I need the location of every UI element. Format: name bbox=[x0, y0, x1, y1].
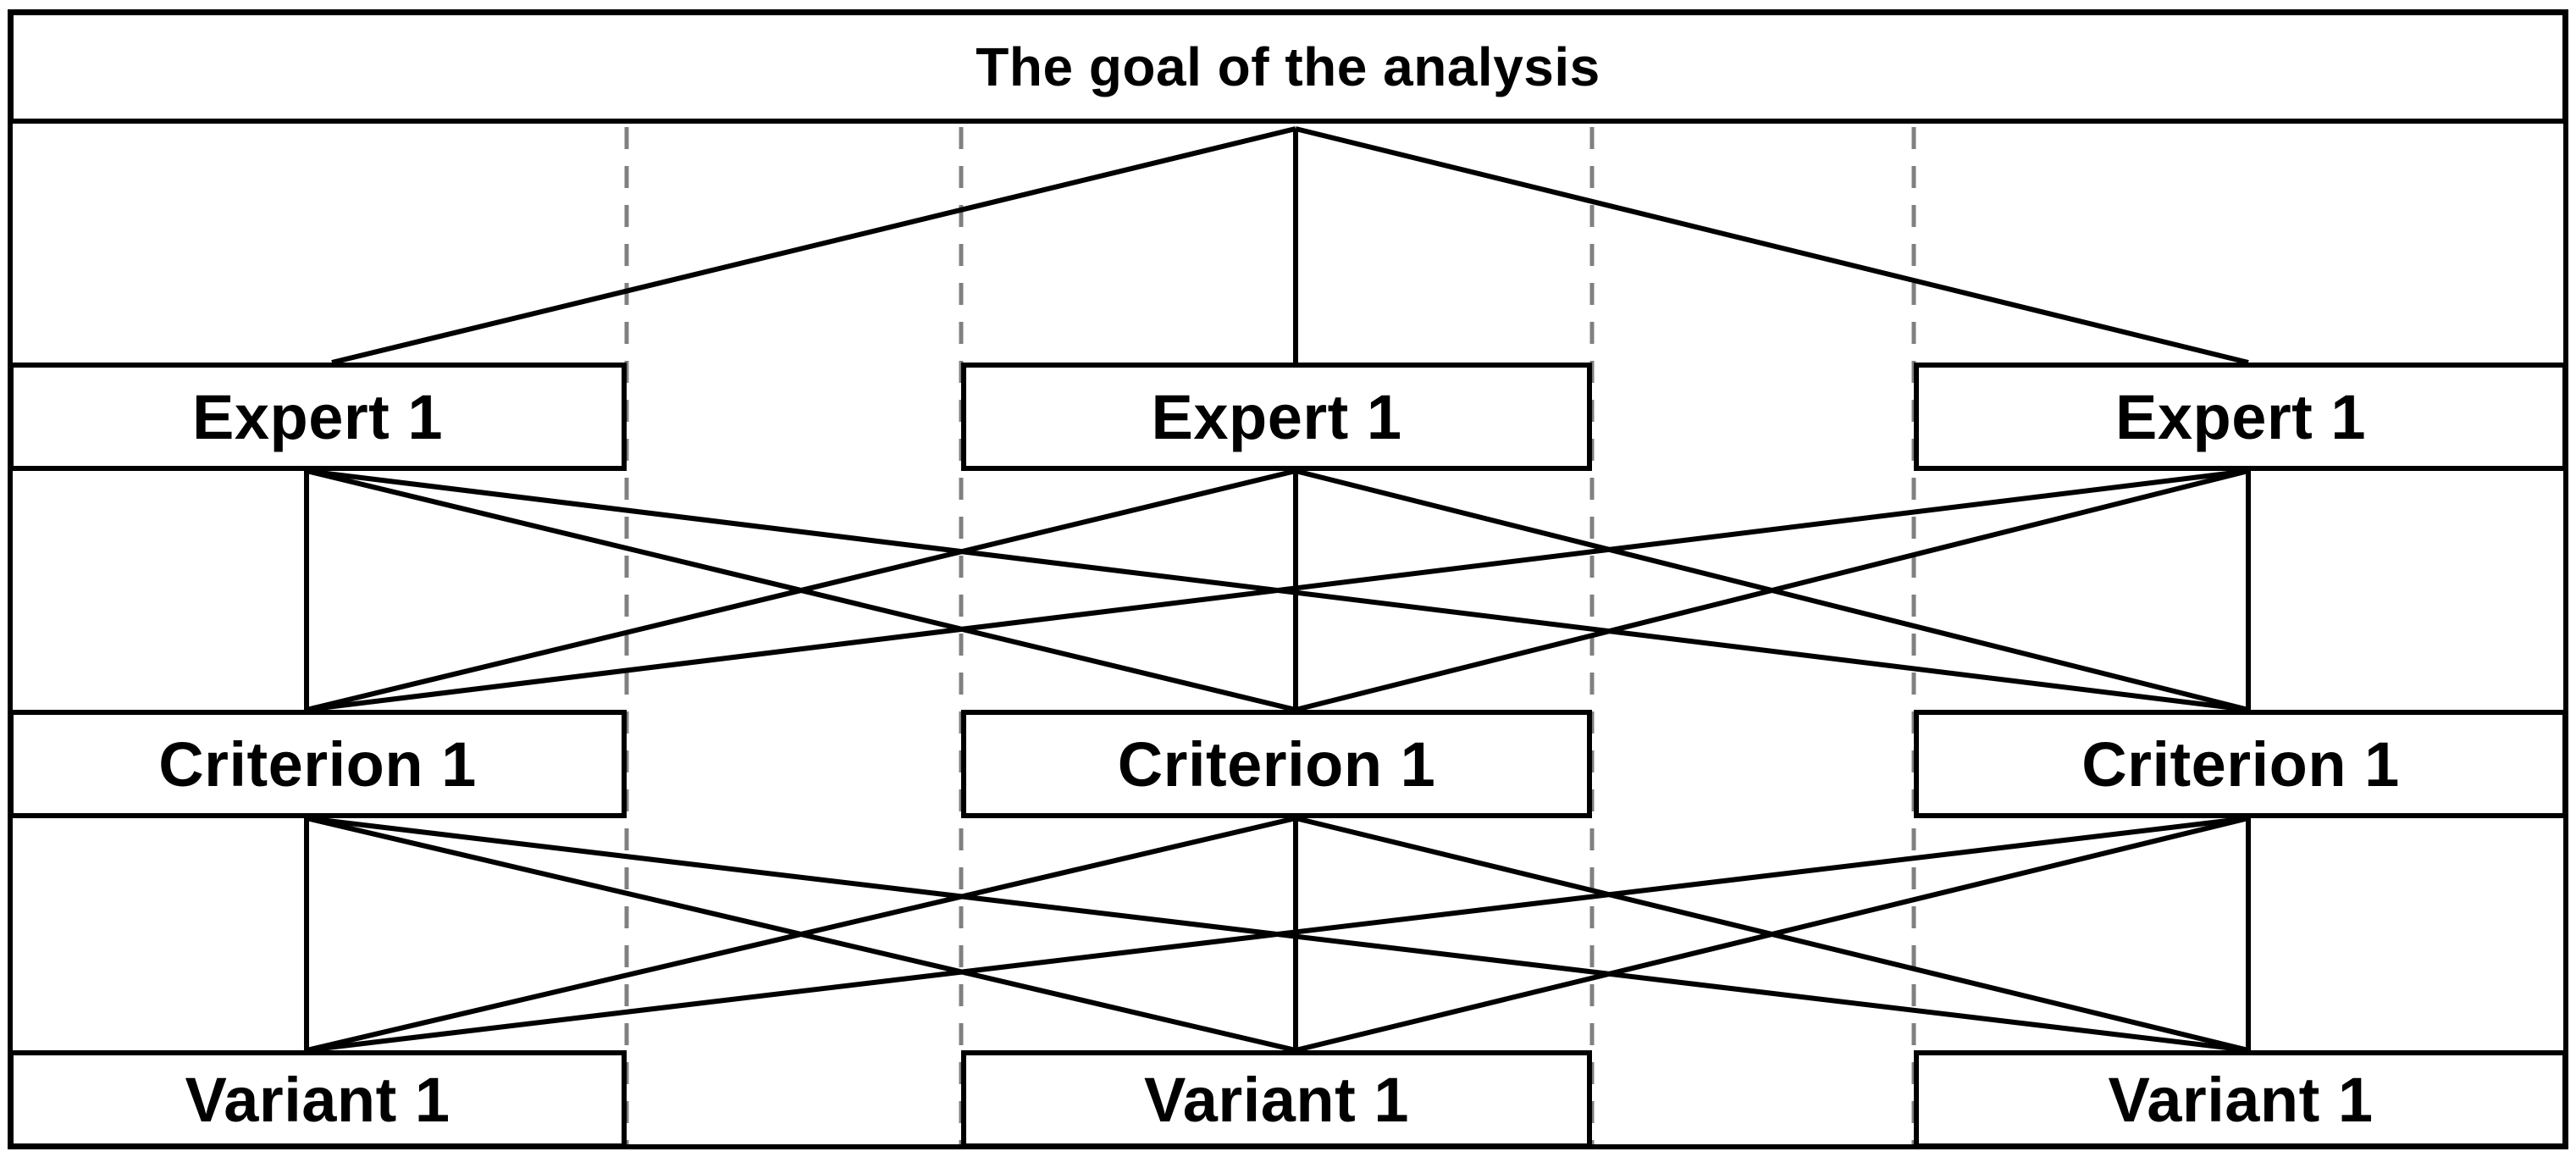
expert-label-3: Expert 1 bbox=[2114, 381, 2367, 452]
expert-box-2[interactable]: Expert 1 bbox=[961, 363, 1592, 471]
goal-box[interactable]: The goal of the analysis bbox=[8, 10, 2568, 124]
expert-label-2: Expert 1 bbox=[1151, 381, 1402, 452]
outer-frame bbox=[8, 9, 2568, 1149]
criterion-box-1[interactable]: Criterion 1 bbox=[8, 710, 627, 818]
expert-box-3[interactable]: Expert 1 bbox=[1914, 363, 2568, 471]
expert3-criterion1 bbox=[306, 468, 2249, 712]
expert2-criterion1 bbox=[306, 468, 1296, 712]
criterion-label-2: Criterion 1 bbox=[1117, 728, 1436, 800]
expert-box-1[interactable]: Expert 1 bbox=[8, 363, 627, 471]
goal-to-expert-1 bbox=[331, 126, 1296, 365]
criterion3-variant2 bbox=[1295, 816, 2249, 1053]
criterion-box-3[interactable]: Criterion 1 bbox=[1914, 710, 2568, 818]
criterion2-variant1 bbox=[306, 816, 1296, 1053]
goal-to-expert-3 bbox=[1295, 126, 2249, 365]
expert-label-1: Expert 1 bbox=[191, 381, 444, 452]
criterion-box-2[interactable]: Criterion 1 bbox=[961, 710, 1592, 818]
criteria-to-variants-connectors bbox=[304, 816, 2251, 1053]
criterion3-variant1 bbox=[306, 816, 2249, 1053]
experts-to-criteria-connectors bbox=[304, 468, 2251, 712]
criterion-label-1: Criterion 1 bbox=[158, 728, 477, 800]
expert3-criterion2 bbox=[1295, 468, 2249, 712]
goal-label: The goal of the analysis bbox=[976, 36, 1600, 97]
variant-box-3[interactable]: Variant 1 bbox=[1914, 1050, 2568, 1149]
goal-to-experts-connectors bbox=[331, 126, 2249, 365]
criterion-label-3: Criterion 1 bbox=[2081, 728, 2400, 800]
variant-label-3: Variant 1 bbox=[2108, 1064, 2374, 1135]
variant-label-1: Variant 1 bbox=[185, 1064, 451, 1135]
variant-box-1[interactable]: Variant 1 bbox=[8, 1050, 627, 1149]
variant-label-2: Variant 1 bbox=[1143, 1064, 1409, 1135]
dashed-guide-lines bbox=[8, 127, 2568, 1149]
variant-box-2[interactable]: Variant 1 bbox=[961, 1050, 1592, 1149]
